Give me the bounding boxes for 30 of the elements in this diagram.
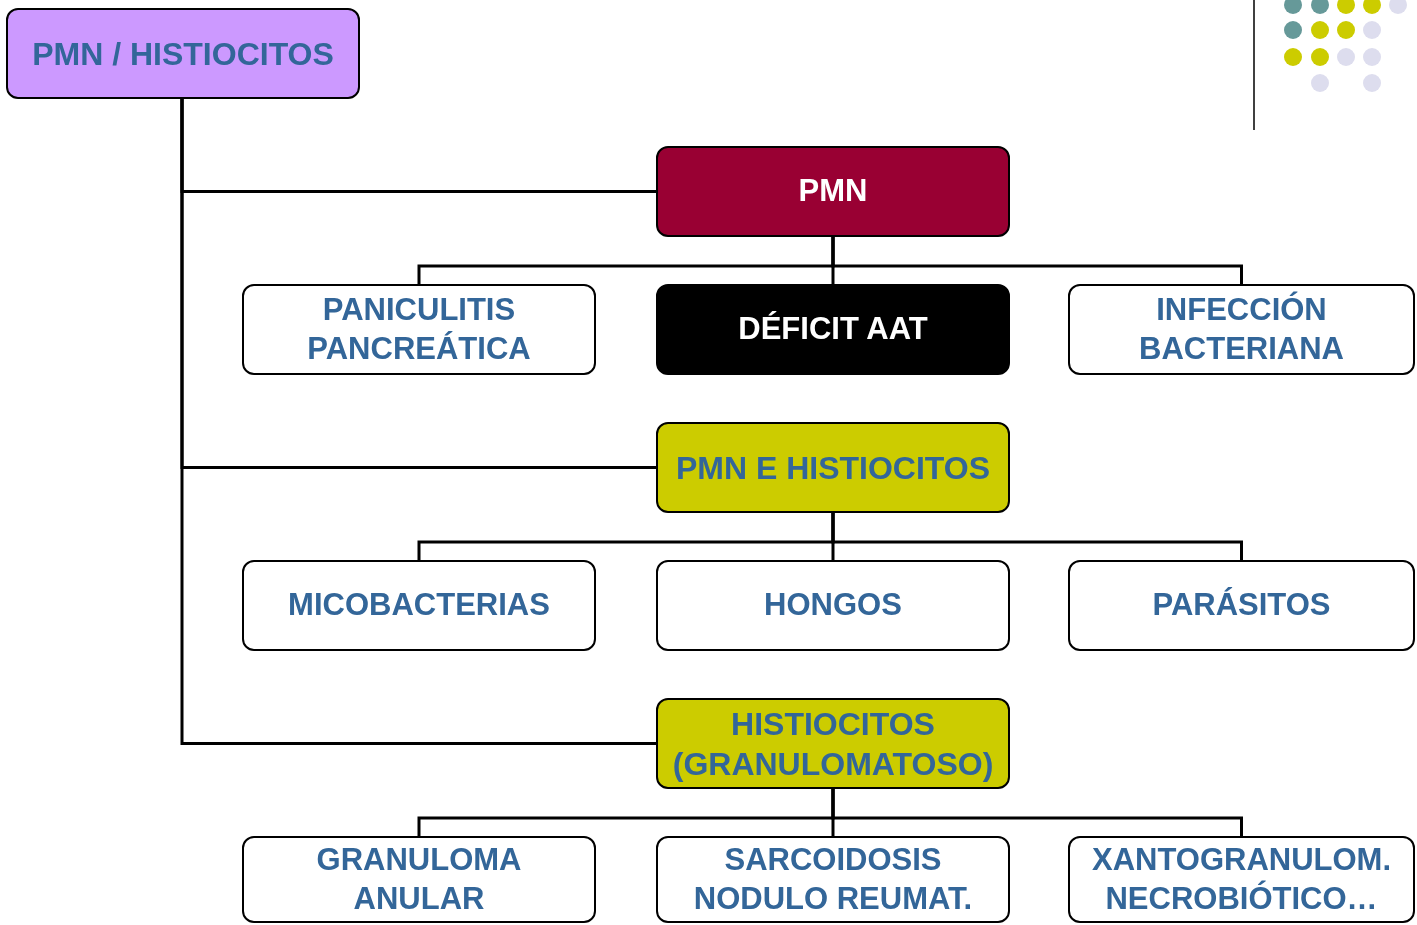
category-box xyxy=(6,8,360,99)
box-label: INFECCIÓN BACTERIANA xyxy=(1138,290,1345,368)
category-box xyxy=(242,284,596,375)
box-label: XANTOGRANULOM. NECROBIÓTICO… xyxy=(1090,840,1393,918)
category-box xyxy=(1068,284,1415,375)
box-label: HONGOS xyxy=(764,586,902,625)
box-label: PARÁSITOS xyxy=(1152,586,1331,625)
category-box xyxy=(656,836,1010,923)
box-label: PMN / HISTIOCITOS xyxy=(32,34,334,74)
category-box xyxy=(656,422,1010,513)
category-box xyxy=(1068,560,1415,651)
box-label: HISTIOCITOS (GRANULOMATOSO) xyxy=(671,704,995,784)
category-box xyxy=(656,560,1010,651)
box-label: DÉFICIT AAT xyxy=(738,310,928,349)
category-box xyxy=(1068,836,1415,923)
category-box xyxy=(656,284,1010,375)
connector-line xyxy=(831,237,1243,284)
category-box xyxy=(656,146,1010,237)
box-label: PANICULITIS PANCREÁTICA xyxy=(306,290,532,368)
connector-line xyxy=(180,99,656,745)
box-label: GRANULOMA ANULAR xyxy=(315,840,523,918)
box-label: MICOBACTERIAS xyxy=(288,586,550,625)
connector-line xyxy=(831,513,1243,560)
category-box xyxy=(656,698,1010,789)
connector-line xyxy=(831,789,1243,836)
category-box xyxy=(242,836,596,923)
box-label: PMN E HISTIOCITOS xyxy=(675,448,991,488)
box-label: SARCOIDOSIS NODULO REUMAT. xyxy=(692,840,974,918)
category-box xyxy=(242,560,596,651)
box-label: PMN xyxy=(798,172,868,211)
